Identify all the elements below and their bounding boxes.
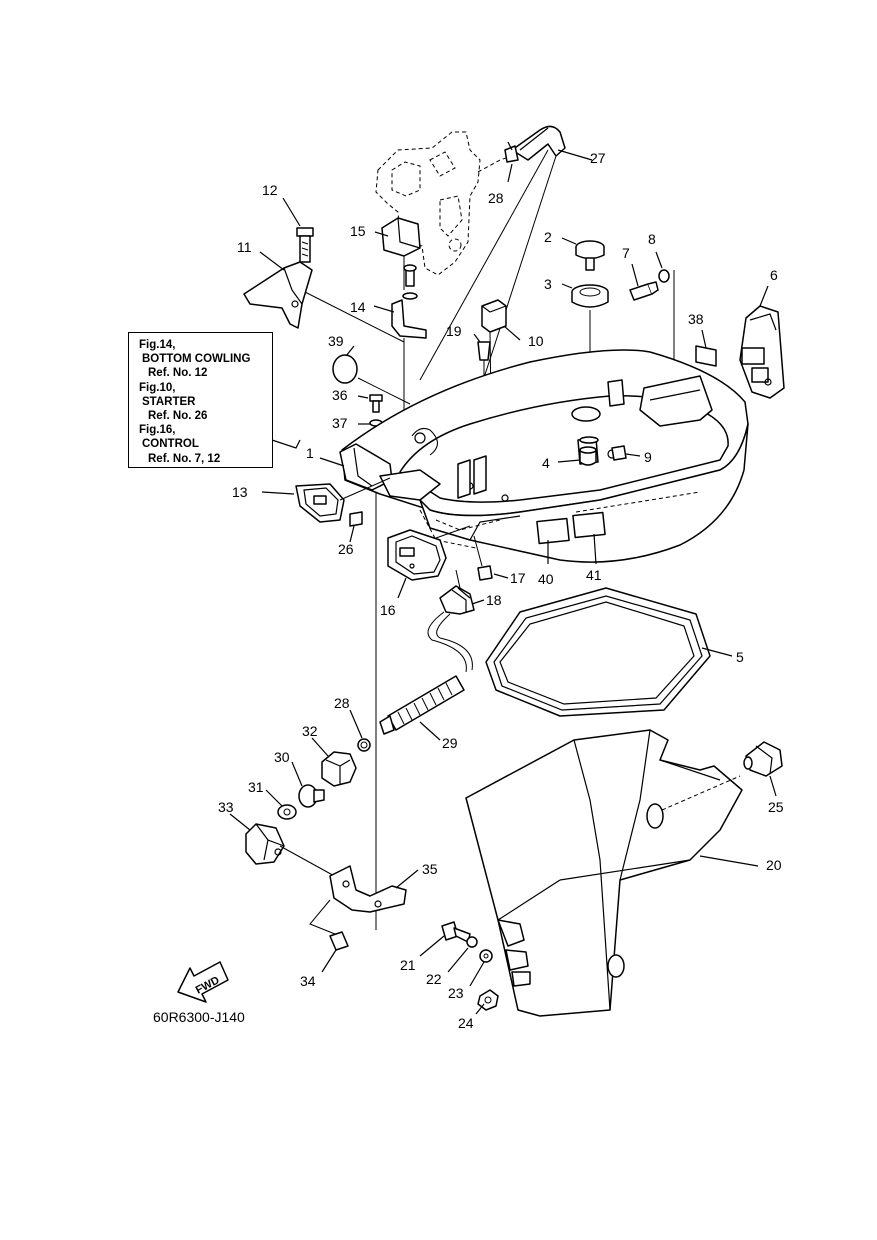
clip-28-lower bbox=[357, 738, 371, 752]
ref-fig-14: Fig.14, bbox=[139, 339, 176, 351]
callout-27: 27 bbox=[590, 150, 606, 166]
callout-26: 26 bbox=[338, 541, 354, 557]
callout-20: 20 bbox=[766, 857, 782, 873]
holder-33 bbox=[245, 823, 339, 879]
callout-3: 3 bbox=[544, 276, 552, 292]
plate-26 bbox=[349, 511, 363, 527]
knob-32 bbox=[321, 751, 357, 787]
callout-38: 38 bbox=[688, 311, 704, 327]
ref-no-7-12: Ref. No. 7, 12 bbox=[148, 452, 221, 465]
callout-24: 24 bbox=[458, 1015, 474, 1031]
callout-5: 5 bbox=[736, 649, 744, 665]
callout-25: 25 bbox=[768, 799, 784, 815]
lower-cowling-20 bbox=[465, 729, 743, 1017]
bolt-7 bbox=[629, 281, 659, 301]
nut-9 bbox=[611, 445, 627, 461]
callout-37: 37 bbox=[332, 415, 348, 431]
callout-31: 31 bbox=[248, 779, 264, 795]
ref-no-26: Ref. No. 26 bbox=[148, 410, 208, 423]
cable-29 bbox=[379, 611, 473, 735]
engine-block-outline bbox=[375, 131, 513, 276]
leader-lines bbox=[229, 149, 777, 1015]
ref-name-control: CONTROL bbox=[142, 438, 199, 451]
callout-numbers: 27 28 12 11 15 14 2 3 7 8 6 38 10 19 39 … bbox=[218, 150, 784, 1031]
callout-32: 32 bbox=[302, 723, 318, 739]
callout-19: 19 bbox=[446, 323, 462, 339]
ref-name-starter: STARTER bbox=[142, 395, 196, 408]
grommet-25 bbox=[743, 741, 783, 777]
callout-36: 36 bbox=[332, 387, 348, 403]
callout-40: 40 bbox=[538, 571, 554, 587]
callout-39: 39 bbox=[328, 333, 344, 349]
callout-29: 29 bbox=[442, 735, 458, 751]
washer-23 bbox=[479, 949, 493, 963]
collar-4 bbox=[579, 446, 597, 466]
callout-6: 6 bbox=[770, 267, 778, 283]
ref-no-12: Ref. No. 12 bbox=[148, 367, 208, 380]
bracket-15 bbox=[381, 217, 421, 290]
ref-fig-10: Fig.10, bbox=[139, 381, 176, 394]
disc-39 bbox=[332, 354, 411, 405]
cap-30 bbox=[298, 784, 325, 808]
callout-30: 30 bbox=[274, 749, 290, 765]
callout-18: 18 bbox=[486, 592, 502, 608]
reference-box: Fig.14, BOTTOM COWLING Ref. No. 12 Fig.1… bbox=[128, 332, 273, 468]
callout-13: 13 bbox=[232, 484, 248, 500]
gasket-31 bbox=[277, 804, 297, 820]
callout-16: 16 bbox=[380, 602, 396, 618]
callout-41: 41 bbox=[586, 567, 602, 583]
bottom-cowling-1 bbox=[339, 349, 749, 563]
screw-34 bbox=[329, 931, 349, 951]
ref-name-bottom-cowling: BOTTOM COWLING bbox=[142, 353, 251, 366]
callout-9: 9 bbox=[644, 449, 652, 465]
washer-22 bbox=[466, 936, 478, 948]
callout-8: 8 bbox=[648, 231, 656, 247]
seal-ring-5 bbox=[485, 587, 711, 717]
callout-7: 7 bbox=[622, 245, 630, 261]
bracket-6 bbox=[739, 305, 785, 399]
callout-4: 4 bbox=[542, 455, 550, 471]
callout-2: 2 bbox=[544, 229, 552, 245]
seal-13 bbox=[295, 477, 391, 523]
callout-33: 33 bbox=[218, 799, 234, 815]
bolt-12 bbox=[296, 227, 314, 263]
callout-1: 1 bbox=[306, 445, 314, 461]
callout-17: 17 bbox=[510, 570, 526, 586]
callout-34: 34 bbox=[300, 973, 316, 989]
callout-21: 21 bbox=[400, 957, 416, 973]
bolt-21 bbox=[441, 921, 471, 943]
callout-35: 35 bbox=[422, 861, 438, 877]
bracket-35 bbox=[309, 865, 407, 937]
bolt-2 bbox=[575, 240, 605, 271]
figure-code: 60R6300-J140 bbox=[153, 1009, 245, 1025]
ref-fig-16: Fig.16, bbox=[139, 424, 176, 437]
callout-11: 11 bbox=[237, 239, 252, 255]
bracket-11 bbox=[243, 261, 405, 343]
bolt-36 bbox=[369, 394, 383, 413]
callout-28-lower: 28 bbox=[334, 695, 350, 711]
washer-37 bbox=[369, 419, 383, 930]
grommet-18 bbox=[439, 569, 475, 615]
screw-17 bbox=[473, 535, 493, 581]
screw-washer-14-15 bbox=[402, 264, 418, 300]
clip-28-top bbox=[504, 141, 519, 163]
callout-12: 12 bbox=[262, 182, 278, 198]
callout-28: 28 bbox=[488, 190, 504, 206]
callout-10: 10 bbox=[528, 333, 544, 349]
callout-23: 23 bbox=[448, 985, 464, 1001]
callout-15: 15 bbox=[350, 223, 366, 239]
callout-22: 22 bbox=[426, 971, 442, 987]
seal-16 bbox=[387, 525, 471, 581]
label-38 bbox=[695, 345, 717, 367]
fwd-arrow-icon: FWD bbox=[177, 961, 229, 1003]
callout-14: 14 bbox=[350, 299, 366, 315]
